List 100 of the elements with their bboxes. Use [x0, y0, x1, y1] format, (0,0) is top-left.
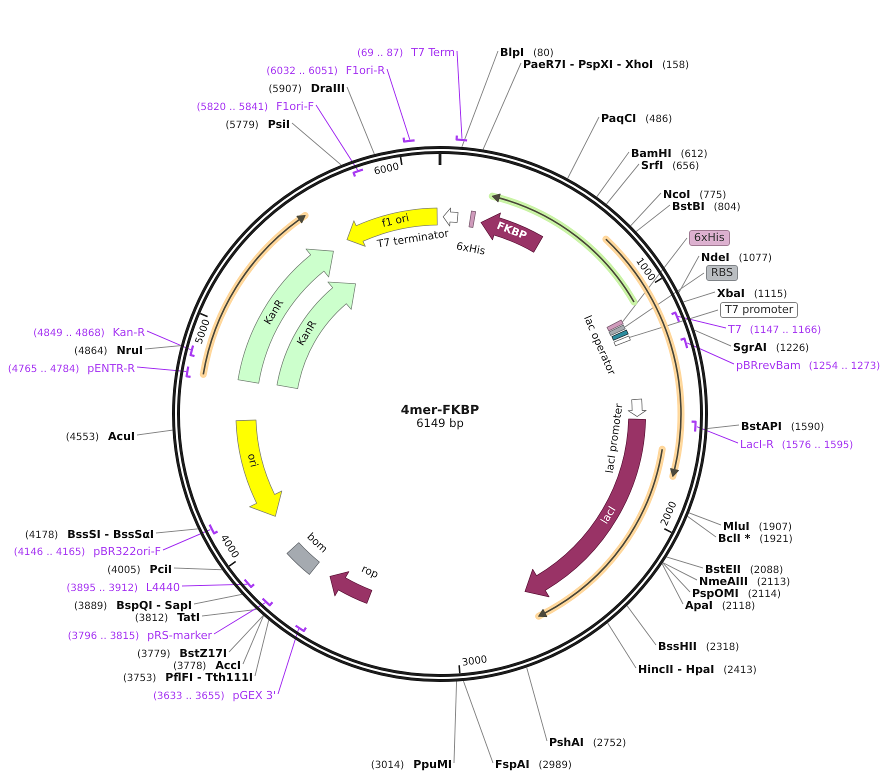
primer-mark [189, 344, 196, 358]
leader-line [678, 256, 700, 294]
leader-line [482, 62, 522, 150]
leader-line [607, 622, 636, 668]
leader-line [696, 426, 738, 444]
restriction-site-label: (4178) BssSI - BssSαI [24, 526, 154, 540]
restriction-site-label: (3014) PpuMI [370, 756, 452, 770]
primer-label: pBRrevBam (1254 .. 1273) [736, 357, 880, 371]
primer-label: (3796 .. 3815) pRS-marker [68, 627, 212, 641]
primer-label: (5820 .. 5841) F1ori-F [196, 98, 314, 112]
feature-label: FKBP [494, 220, 530, 244]
primer-label: LacI-R (1576 .. 1595) [740, 436, 854, 450]
restriction-site-label: BlpI (80) [500, 44, 554, 58]
leader-line [606, 164, 640, 204]
leader-line [254, 620, 270, 676]
restriction-site-label: BstEII (2088) [705, 561, 784, 575]
restriction-site-label: BclI * (1921) [718, 530, 793, 544]
restriction-site-label: (5779) PsiI [225, 116, 290, 130]
restriction-site-label: PaeR7I - PspXI - XhoI (158) [523, 56, 690, 70]
primer-mark [208, 523, 219, 536]
feature-bar [606, 319, 624, 332]
primer-label: (4765 .. 4784) pENTR-R [8, 360, 135, 374]
leader-line [182, 584, 248, 586]
restriction-site-label: NdeI (1077) [701, 249, 772, 263]
plasmid-name: 4mer-FKBP [400, 402, 480, 417]
feature-tag: T7 promoter [720, 302, 798, 318]
scale-label: 2000 [658, 498, 680, 529]
leader-line [156, 528, 198, 534]
leader-line [636, 204, 670, 232]
restriction-site-label: SrfI (656) [641, 157, 700, 171]
restriction-site-label: MluI (1907) [723, 518, 792, 532]
feature-tag: RBS [706, 265, 738, 281]
leader-line [694, 330, 732, 346]
feature-label: lacI promoter [604, 402, 627, 476]
primer-label: (4849 .. 4868) Kan-R [33, 324, 145, 338]
restriction-site-label: PspOMI (2114) [692, 585, 781, 599]
leader-line [526, 667, 548, 742]
leader-line [687, 516, 716, 538]
leader-line [316, 104, 358, 171]
leader-line [622, 238, 688, 322]
leader-line [278, 628, 300, 694]
restriction-site-label: HincII - HpaI (2413) [638, 661, 757, 675]
scale-label: 5000 [194, 317, 214, 347]
scale-label: 6000 [372, 160, 402, 179]
restriction-site-label: PshAI (2752) [549, 734, 626, 748]
feature-shape [235, 419, 283, 518]
leader-line [174, 568, 222, 570]
leader-line [454, 681, 458, 764]
feature-label: ori [244, 452, 260, 470]
primer-label: (6032 .. 6051) F1ori-R [266, 62, 385, 76]
restriction-site-label: (4005) PciI [107, 561, 172, 575]
leader-line [666, 556, 704, 568]
primer-label: T7 (1147 .. 1166) [728, 321, 822, 335]
restriction-site-label: BstBI (804) [672, 198, 741, 212]
leader-line [194, 594, 242, 604]
leader-line [214, 602, 266, 634]
restriction-site-label: (5907) DraIII [268, 80, 345, 94]
scale-label: 3000 [460, 654, 489, 670]
leader-line [630, 192, 662, 226]
restriction-site-label: FspAI (2989) [495, 756, 572, 770]
primer-mark [260, 596, 274, 607]
restriction-site-label: (4553) AcuI [66, 428, 135, 442]
primer-label: (69 .. 87) T7 Term [357, 44, 455, 58]
leader-line [686, 342, 734, 364]
primer-mark [679, 337, 689, 350]
leader-line [242, 615, 264, 664]
primer-mark [294, 624, 308, 632]
restriction-site-label: NcoI (775) [663, 186, 726, 200]
restriction-site-label: SgrAI (1226) [733, 339, 810, 353]
leader-line [136, 430, 173, 436]
leader-line [626, 605, 656, 646]
restriction-site-label: (3778) AccI [173, 657, 241, 671]
restriction-site-label: PaqCI (486) [601, 110, 672, 124]
leader-line [461, 50, 498, 148]
primer-label: (3633 .. 3655) pGEX 3' [153, 687, 276, 701]
primer-mark [690, 420, 698, 434]
feature-shape [237, 248, 335, 385]
leader-line [662, 562, 698, 580]
restriction-site-label: (4864) NruI [74, 342, 143, 356]
leader-line [162, 529, 211, 550]
feature-label: rop [358, 563, 381, 583]
primer-mark [185, 365, 192, 379]
restriction-site-label: XbaI (1115) [717, 285, 788, 299]
primer-mark [402, 136, 417, 143]
primer-mark [352, 168, 364, 178]
leader-line [386, 68, 410, 140]
restriction-site-label: (3753) PflFI - Tth111I [123, 669, 253, 683]
leader-line [202, 608, 258, 616]
leader-line [624, 272, 704, 328]
primer-label: (4146 .. 4165) pBR322ori-F [14, 543, 161, 557]
leader-line [462, 680, 494, 764]
plasmid-size: 6149 bp [415, 416, 465, 431]
restriction-site-label: NmeAIII (2113) [699, 573, 790, 587]
restriction-site-label: BstAPI (1590) [741, 418, 824, 432]
feature-tag: 6xHis [689, 230, 730, 246]
restriction-site-label: BamHI (612) [631, 145, 708, 159]
feature-bar [612, 334, 631, 346]
leader-line [662, 562, 690, 592]
primer-mark [455, 134, 469, 142]
leader-line [596, 152, 630, 198]
